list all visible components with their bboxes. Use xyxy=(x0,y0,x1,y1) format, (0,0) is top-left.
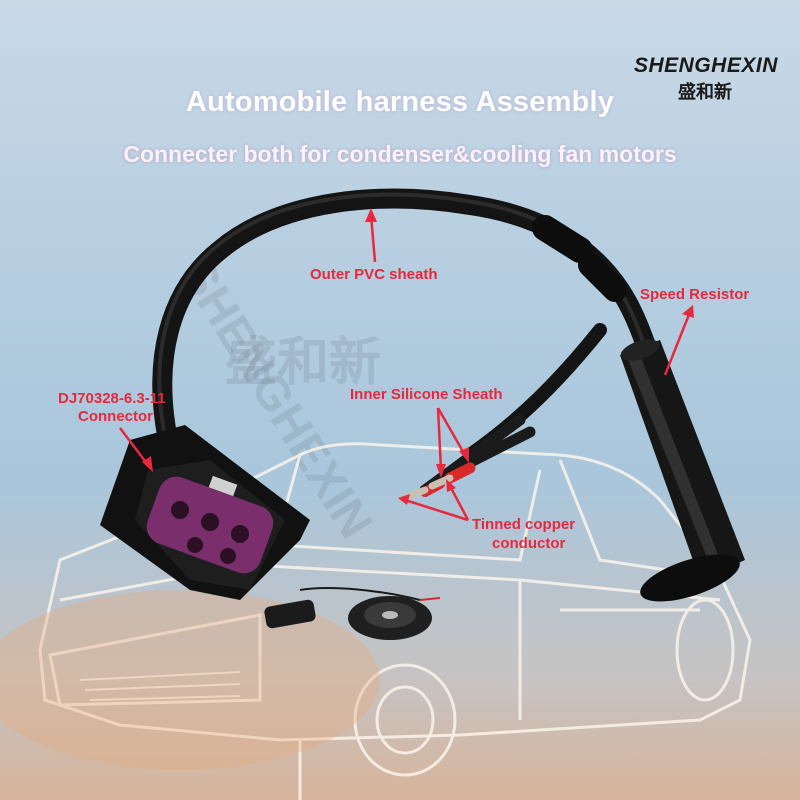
label-conductor-line1: Tinned copper xyxy=(472,516,576,533)
connector-housing xyxy=(100,425,310,600)
arrow-connector xyxy=(119,427,153,472)
label-conductor-line2: conductor xyxy=(492,535,566,552)
annotation-arrows xyxy=(119,208,694,522)
label-inner-sheath: Inner Silicone Sheath xyxy=(350,386,503,403)
arrows-conductor xyxy=(398,479,470,522)
fan-motor xyxy=(264,587,441,640)
arrows-inner-sheath xyxy=(436,407,469,478)
car-outline xyxy=(38,442,752,800)
arrow-outer-sheath xyxy=(365,208,377,263)
page-subtitle: Connecter both for condenser&cooling fan… xyxy=(123,141,677,167)
brand-chinese: 盛和新 xyxy=(678,82,732,102)
label-speed-resistor: Speed Resistor xyxy=(640,286,750,303)
label-outer-sheath: Outer PVC sheath xyxy=(310,266,438,283)
brand-name: SHENGHEXIN xyxy=(634,54,778,77)
speed-resistor xyxy=(620,339,745,602)
label-connector-part: DJ70328-6.3-11 xyxy=(58,390,166,407)
watermark-chinese: 盛和新 xyxy=(225,334,382,392)
page-title: Automobile harness Assembly xyxy=(185,86,615,118)
car-warm-glow xyxy=(0,590,380,770)
arrow-speed-resistor xyxy=(663,305,694,376)
main-cable xyxy=(152,188,670,462)
brand-logo: SHENGHEXIN 盛和新 xyxy=(634,54,784,104)
label-connector: Connector xyxy=(78,408,153,425)
silicone-leads xyxy=(401,414,536,502)
